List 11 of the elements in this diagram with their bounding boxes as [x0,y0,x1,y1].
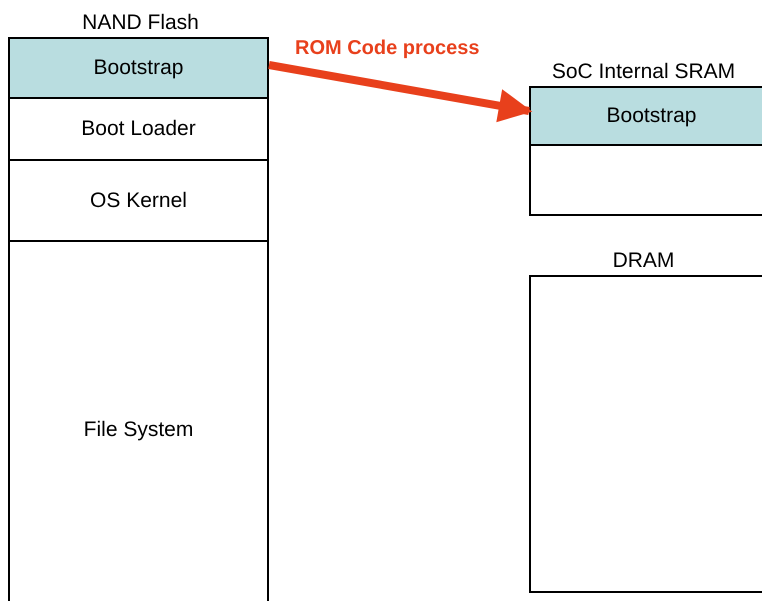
region-label: Bootstrap [94,55,184,82]
memory-heading: NAND Flash [82,12,199,33]
memory-heading: SoC Internal SRAM [552,61,736,82]
region-label: OS Kernel [90,188,187,214]
region-label: Boot Loader [81,116,196,142]
memory-heading: DRAM [612,250,674,271]
memory-region [529,86,762,146]
region-label: File System [84,417,194,444]
memory-region [8,37,269,99]
region-label: Bootstrap [606,103,696,130]
arrow [268,61,532,122]
